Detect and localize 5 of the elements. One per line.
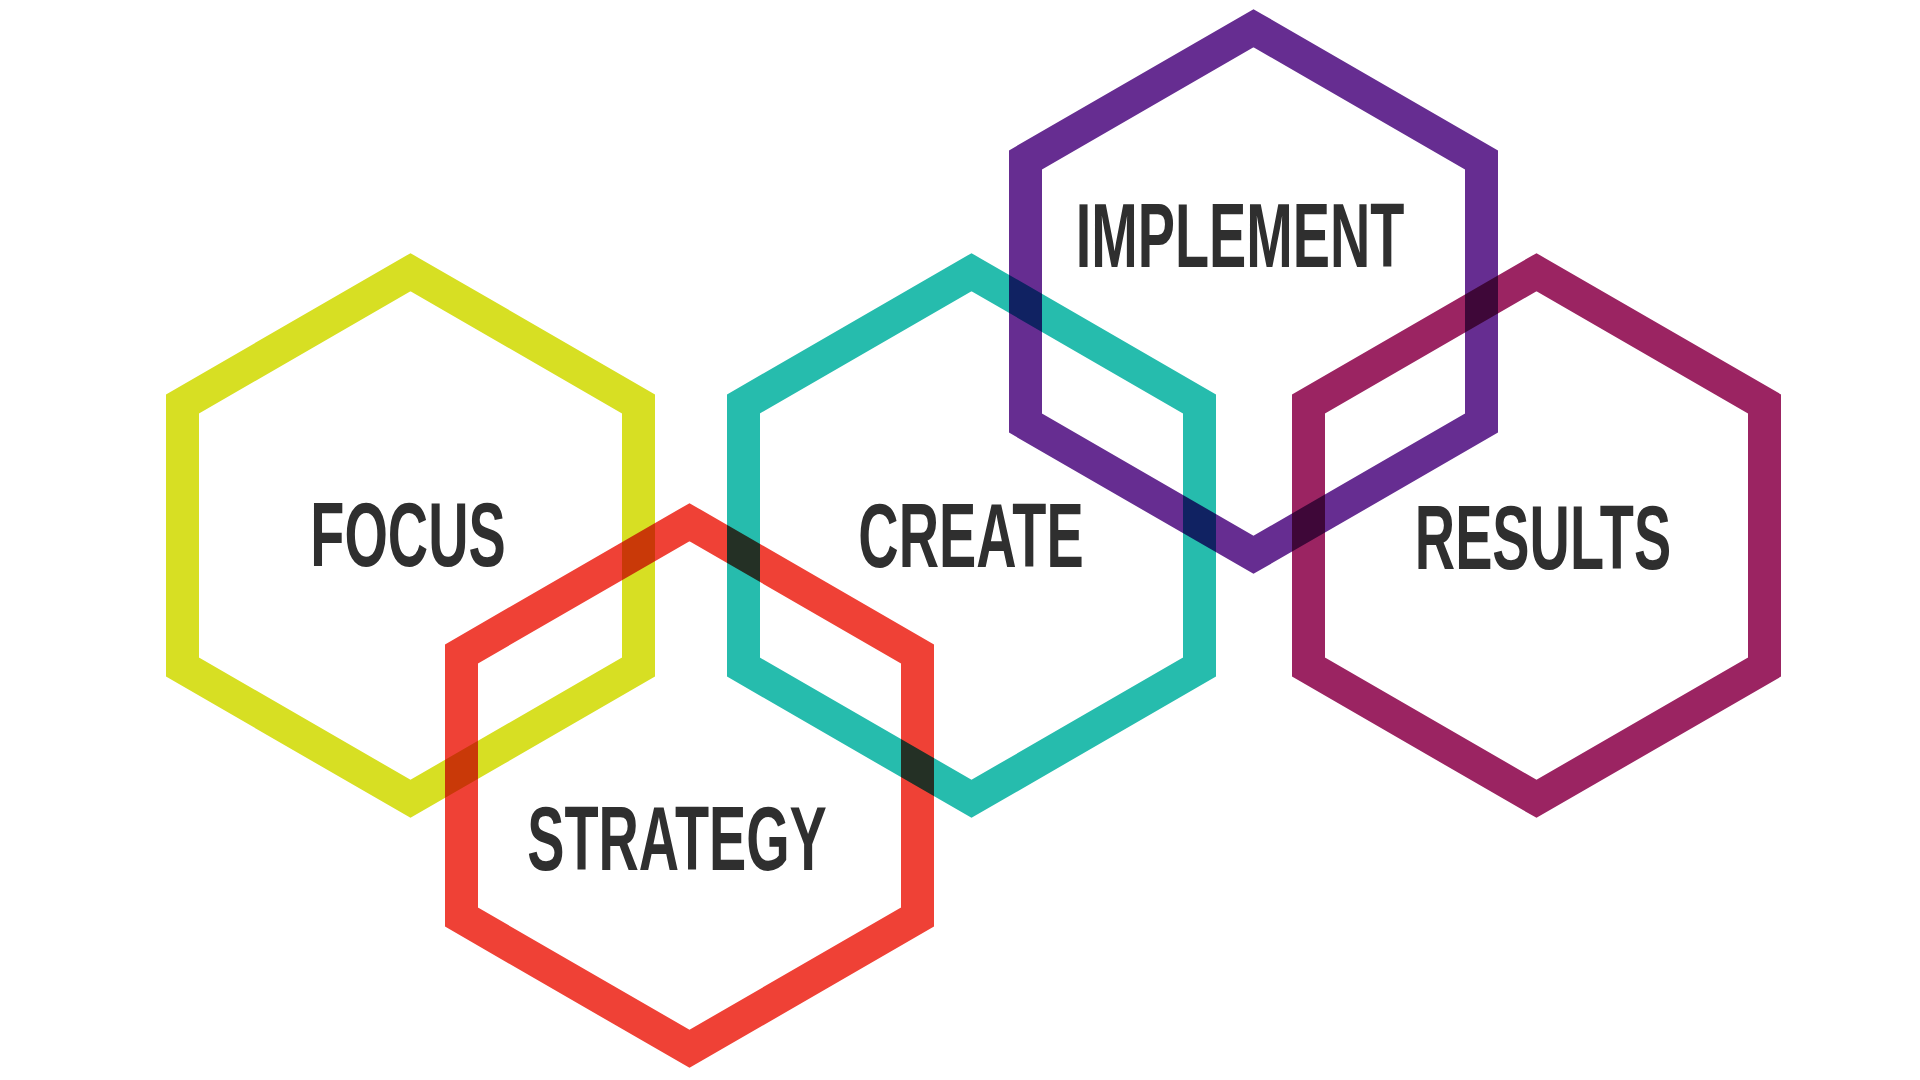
- step-label: RESULTS: [1414, 493, 1672, 583]
- step-label: IMPLEMENT: [1075, 191, 1405, 281]
- step-label: FOCUS: [310, 490, 506, 580]
- step-label: STRATEGY: [527, 794, 827, 884]
- step-label: CREATE: [858, 491, 1084, 581]
